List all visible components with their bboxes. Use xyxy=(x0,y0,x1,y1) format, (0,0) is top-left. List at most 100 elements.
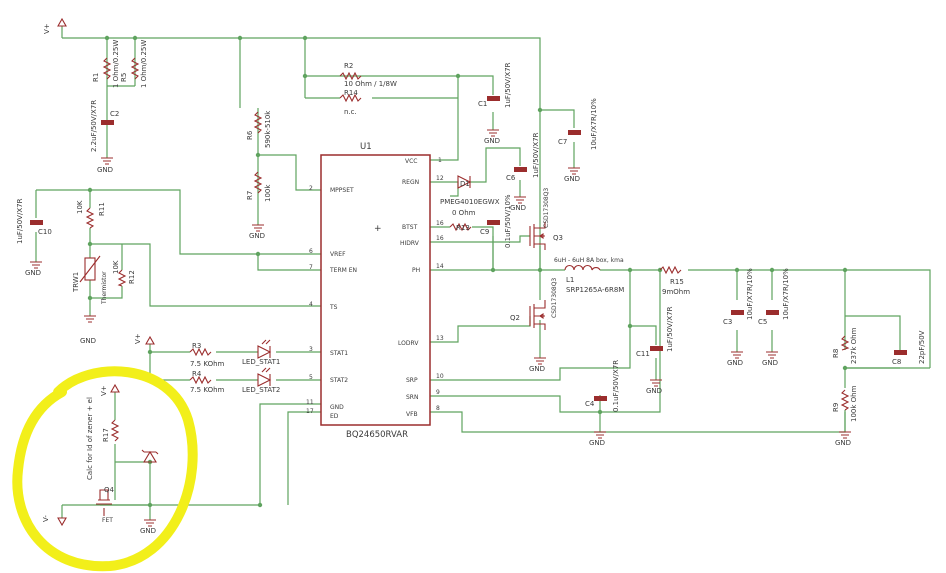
pin-srp: SRP xyxy=(406,377,418,384)
wires xyxy=(35,26,931,520)
pin-srn: SRN xyxy=(406,394,418,401)
label-r5: R5 xyxy=(120,73,128,82)
label-r6: R6 xyxy=(246,130,254,140)
pin-num-10: 10 xyxy=(436,373,444,380)
label-r14: R14 xyxy=(344,89,358,97)
label-r8: R8 xyxy=(832,349,840,358)
gnd-label-12: GND xyxy=(762,359,778,367)
pin-num-6: 6 xyxy=(309,248,313,255)
label-r12: R12 xyxy=(128,270,136,284)
pin-num-16a: 16 xyxy=(436,220,444,227)
vminus-label: V- xyxy=(42,515,50,522)
label-c11-value: 1uF/50V/X7R xyxy=(666,306,674,352)
component-labels: R1 1 Ohm/0.25W R5 1 Ohm/0.25W C2 2.2uF/5… xyxy=(16,40,926,524)
gnd-label-10: GND xyxy=(589,439,605,447)
label-c7-value: 10uF/X7R/10% xyxy=(590,98,598,150)
label-r13: R13 xyxy=(456,224,470,232)
label-q3-value: CSD17308Q3 xyxy=(543,188,550,228)
label-c3-value: 10uF/X7R/10% xyxy=(746,268,754,320)
pin-num-2: 2 xyxy=(309,185,313,192)
pin-num-12: 12 xyxy=(436,175,444,182)
gnd-label-4: GND xyxy=(510,204,526,212)
label-c3: C3 xyxy=(723,318,732,326)
label-r3-value: 7.5 KOhm xyxy=(190,360,225,368)
gnd-label-7: GND xyxy=(80,337,96,345)
pin-num-9: 9 xyxy=(436,389,440,396)
pin-stat2: STAT2 xyxy=(330,377,348,384)
pin-stat1: STAT1 xyxy=(330,350,348,357)
mosfets[interactable] xyxy=(96,222,546,516)
pin-num-5: 5 xyxy=(309,374,313,381)
label-d1: D1 xyxy=(460,180,470,188)
label-q3: Q3 xyxy=(553,234,563,242)
pin-num-7: 7 xyxy=(309,264,313,271)
pin-lodrv: LODRV xyxy=(398,340,419,347)
pin-ed: ED xyxy=(330,413,339,420)
ic-origin-mark: + xyxy=(374,224,382,234)
label-r3: R3 xyxy=(192,342,201,350)
label-r15-value: 9mOhm xyxy=(662,288,690,296)
gnd-label-6: GND xyxy=(25,269,41,277)
label-r11: R11 xyxy=(98,202,106,216)
label-r9: R9 xyxy=(832,403,840,412)
pin-num-4: 4 xyxy=(309,301,313,308)
label-q4-value: FET xyxy=(102,517,113,524)
label-r13-value: 0 Ohm xyxy=(452,209,476,217)
label-r7: R7 xyxy=(246,191,254,200)
label-r2: R2 xyxy=(344,62,353,70)
label-l1-desc: 6uH - 6uH 8A box, kma xyxy=(554,257,624,264)
junctions xyxy=(87,35,848,508)
ic-u1[interactable]: U1 BQ24650RVAR + MPPSET 2 VREF 6 TERM EN… xyxy=(306,142,444,440)
pin-num-14: 14 xyxy=(436,263,444,270)
label-c9-value: 0.1uF/50V/10% xyxy=(504,194,512,248)
gnd-label-9: GND xyxy=(646,387,662,395)
label-c10: C10 xyxy=(38,228,52,236)
label-trw1-value: Thermistor xyxy=(101,271,108,305)
label-r12-value: 10K xyxy=(112,260,120,274)
label-led1: LED_STAT1 xyxy=(242,358,280,366)
pin-num-1: 1 xyxy=(438,157,442,164)
ic-part-label: BQ24650RVAR xyxy=(346,430,408,440)
gnd-label-8: GND xyxy=(529,365,545,373)
label-r15: R15 xyxy=(670,278,684,286)
label-q4: Q4 xyxy=(104,486,115,494)
pin-btst: BTST xyxy=(402,224,418,231)
label-l1-value: SRP1265A-6R8M xyxy=(566,286,624,294)
label-r5-value: 1 Ohm/0.25W xyxy=(140,40,148,88)
pin-term-en: TERM EN xyxy=(329,267,357,274)
label-q2: Q2 xyxy=(510,314,520,322)
vplus-label: V+ xyxy=(43,23,51,34)
label-r8-value: 237k Ohm xyxy=(850,327,858,364)
gnd-label-13: GND xyxy=(835,439,851,447)
label-r7-value: 100k xyxy=(264,184,272,202)
inductor-l1[interactable] xyxy=(564,264,601,271)
highlight-circle xyxy=(12,366,198,572)
resistors[interactable] xyxy=(79,57,850,442)
label-c1-value: 1uF/50V/X7R xyxy=(504,62,512,108)
label-calc: Calc for Id of zener + el xyxy=(86,397,94,480)
label-c2-value: 2.2uF/50V/X7R xyxy=(90,100,98,152)
label-c1: C1 xyxy=(478,100,487,108)
label-r1: R1 xyxy=(92,73,100,82)
label-c5: C5 xyxy=(758,318,767,326)
pin-num-8: 8 xyxy=(436,405,440,412)
label-r14-value: n.c. xyxy=(344,108,357,116)
label-r2-value: 10 Ohm / 1/8W xyxy=(344,80,397,88)
label-trw1: TRW1 xyxy=(72,272,80,293)
label-led2: LED_STAT2 xyxy=(242,386,280,394)
label-c6-value: 1uF/50V/X7R xyxy=(532,132,540,178)
pin-num-11: 11 xyxy=(306,399,314,406)
label-c9: C9 xyxy=(480,228,489,236)
gnd-label-2: GND xyxy=(484,137,500,145)
label-c8: C8 xyxy=(892,358,901,366)
ic-ref-label: U1 xyxy=(360,142,372,152)
pin-num-17: 17 xyxy=(306,408,314,415)
gnd-label-1: GND xyxy=(97,166,113,174)
gnd-label-11: GND xyxy=(727,359,743,367)
label-r17: R17 xyxy=(102,428,110,442)
label-c2: C2 xyxy=(110,110,119,118)
capacitors[interactable] xyxy=(30,96,907,401)
diodes[interactable] xyxy=(141,175,472,463)
pin-vcc: VCC xyxy=(405,158,417,165)
